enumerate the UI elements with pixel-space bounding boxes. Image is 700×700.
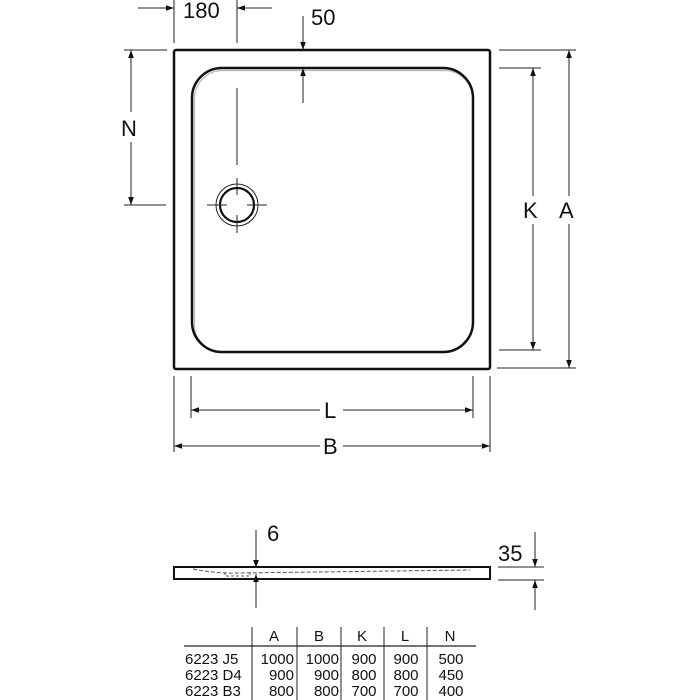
tray-outer-outline	[172, 48, 492, 371]
table-header-b: B	[314, 628, 324, 645]
table-header-a: A	[269, 628, 279, 645]
dimension-180: 180	[138, 0, 272, 43]
dim-label-6: 6	[267, 521, 279, 546]
dimension-35: 35	[498, 532, 544, 610]
table-cell-a: 800	[269, 683, 294, 700]
dim-label-n: N	[121, 116, 137, 141]
table-header-l: L	[401, 628, 409, 645]
basin-highlight	[193, 69, 474, 354]
dimension-l: L	[190, 376, 474, 423]
table-cell-k: 700	[351, 683, 376, 700]
dim-label-180: 180	[183, 0, 220, 23]
table-cell-model: 6223 J5	[185, 651, 238, 668]
basin-depth-hidden-line	[192, 568, 471, 574]
table-row: 6223 J5 1000 1000 900 900 500	[185, 651, 464, 668]
dimension-50: 50	[300, 5, 335, 103]
table-cell-model: 6223 B3	[185, 683, 241, 700]
dim-label-b: B	[323, 434, 338, 459]
table-cell-k: 900	[351, 651, 376, 668]
drain-icon	[207, 88, 267, 233]
table-cell-b: 800	[314, 683, 339, 700]
table-cell-l: 700	[393, 683, 418, 700]
tray-side-outline	[173, 566, 491, 580]
dimension-a: A	[497, 49, 576, 369]
table-cell-a: 900	[269, 667, 294, 684]
table-header-n: N	[445, 628, 456, 645]
table-cell-l: 800	[393, 667, 418, 684]
plan-view: 180 50 N K A	[121, 0, 576, 459]
dim-label-50: 50	[311, 5, 335, 30]
dimensions-table: A B K L N 6223 J5 1000 1000 900 900 500 …	[184, 627, 476, 700]
dimension-6: 6	[253, 521, 279, 608]
table-cell-model: 6223 D4	[185, 667, 242, 684]
table-row: 6223 B3 800 800 700 700 400	[185, 683, 464, 700]
dim-label-k: K	[523, 198, 538, 223]
table-cell-b: 1000	[306, 651, 339, 668]
table-cell-n: 400	[438, 683, 463, 700]
table-cell-b: 900	[314, 667, 339, 684]
dim-label-35: 35	[498, 541, 522, 566]
table-cell-k: 800	[351, 667, 376, 684]
table-cell-a: 1000	[261, 651, 294, 668]
dimension-b: B	[173, 376, 491, 459]
table-header-k: K	[357, 628, 367, 645]
table-cell-n: 450	[438, 667, 463, 684]
dim-label-l: L	[324, 398, 336, 423]
table-row: 6223 D4 900 900 800 800 450	[185, 667, 464, 684]
dimension-k: K	[499, 67, 541, 351]
dimension-n: N	[121, 49, 167, 206]
dim-label-a: A	[559, 198, 574, 223]
table-cell-n: 500	[438, 651, 463, 668]
table-cell-l: 900	[393, 651, 418, 668]
side-view: 6 35	[173, 521, 544, 610]
basin-outline	[190, 66, 475, 354]
